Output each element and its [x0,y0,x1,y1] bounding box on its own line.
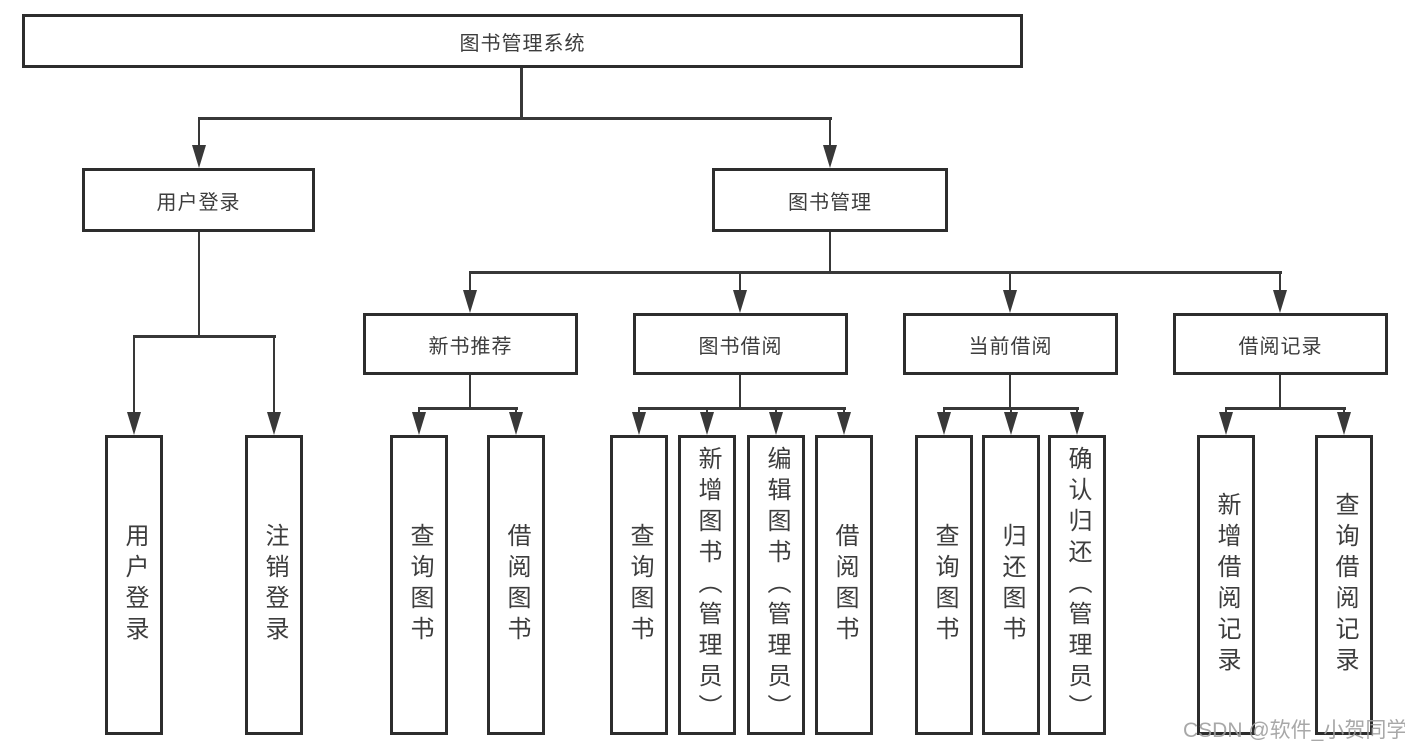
arrow-down-icon [1069,412,1084,435]
node-book-borrowing: 图书借阅 [633,313,848,375]
connector-line [1008,375,1012,409]
arrow-down-icon [1003,412,1018,435]
connector-line [738,271,742,293]
arrow-down-icon [631,412,646,435]
arrow-down-icon [1218,412,1233,435]
arrow-down-icon [1272,290,1287,313]
connector-line [468,375,472,409]
arrow-down-icon [836,412,851,435]
connector-line [520,68,523,118]
arrow-down-icon [699,412,714,435]
node-new-book-recommendation: 新书推荐 [363,313,578,375]
connector-line [198,117,832,120]
node-label: 图书管理系统 [459,32,586,55]
node-label: 新书推荐 [428,335,513,358]
node-label: 图书借阅 [698,335,783,358]
node-label: 当前借阅 [968,335,1053,358]
node-borrowing-records: 借阅记录 [1173,313,1388,375]
leaf-borrow-books-recommend: 借阅图书 [487,435,545,735]
leaf-edit-books-admin: 编辑图书（管理员） [747,435,805,735]
leaf-label: 注销登录 [261,523,288,647]
leaf-return-books: 归还图书 [982,435,1040,735]
leaf-label: 借阅图书 [831,523,858,647]
connector-line [1278,375,1282,409]
leaf-label: 借阅图书 [503,523,530,647]
leaf-query-books-current: 查询图书 [915,435,973,735]
leaf-add-books-admin: 新增图书（管理员） [678,435,736,735]
leaf-borrow-books: 借阅图书 [815,435,873,735]
connector-line [1278,271,1282,293]
connector-line [1225,407,1346,410]
arrow-down-icon [1002,290,1017,313]
leaf-label: 查询图书 [406,523,433,647]
leaf-label: 新增借阅记录 [1213,492,1240,678]
connector-line [469,271,1282,274]
csdn-watermark: CSDN @软件_小贺同学 [1183,719,1405,742]
connector-line [132,335,136,417]
leaf-logout: 注销登录 [245,435,303,735]
arrow-down-icon [768,412,783,435]
leaf-label: 确认归还（管理员） [1064,445,1091,725]
connector-line [738,375,742,409]
arrow-down-icon [508,412,523,435]
arrow-down-icon [936,412,951,435]
arrow-down-icon [1336,412,1351,435]
connector-line [418,407,518,410]
leaf-label: 查询图书 [626,523,653,647]
connector-line [468,271,472,293]
leaf-label: 查询图书 [931,523,958,647]
node-user-login: 用户登录 [82,168,315,232]
leaf-label: 归还图书 [998,523,1025,647]
leaf-user-login: 用户登录 [105,435,163,735]
arrow-down-icon [462,290,477,313]
connector-line [638,407,846,410]
connector-line [197,232,201,337]
arrow-down-icon [126,412,141,435]
leaf-label: 查询借阅记录 [1331,492,1358,678]
connector-line [1008,271,1012,293]
node-label: 用户登录 [156,191,241,214]
leaf-query-borrow-record: 查询借阅记录 [1315,435,1373,735]
arrow-down-icon [266,412,281,435]
leaf-label: 编辑图书（管理员） [763,445,790,725]
leaf-label: 新增图书（管理员） [694,445,721,725]
connector-line [828,232,832,273]
connector-line [197,117,201,149]
arrow-down-icon [732,290,747,313]
leaf-label: 用户登录 [121,523,148,647]
leaf-add-borrow-record: 新增借阅记录 [1197,435,1255,735]
arrow-down-icon [822,145,837,168]
leaf-query-books-borrow: 查询图书 [610,435,668,735]
arrow-down-icon [411,412,426,435]
leaf-query-books-recommend: 查询图书 [390,435,448,735]
node-current-borrowing: 当前借阅 [903,313,1118,375]
node-book-management: 图书管理 [712,168,948,232]
connector-line [133,335,276,338]
node-label: 图书管理 [788,191,872,214]
connector-line [828,117,832,149]
connector-line [272,335,276,417]
leaf-confirm-return-admin: 确认归还（管理员） [1048,435,1106,735]
arrow-down-icon [191,145,206,168]
node-library-management-system: 图书管理系统 [22,14,1023,68]
node-label: 借阅记录 [1238,335,1323,358]
